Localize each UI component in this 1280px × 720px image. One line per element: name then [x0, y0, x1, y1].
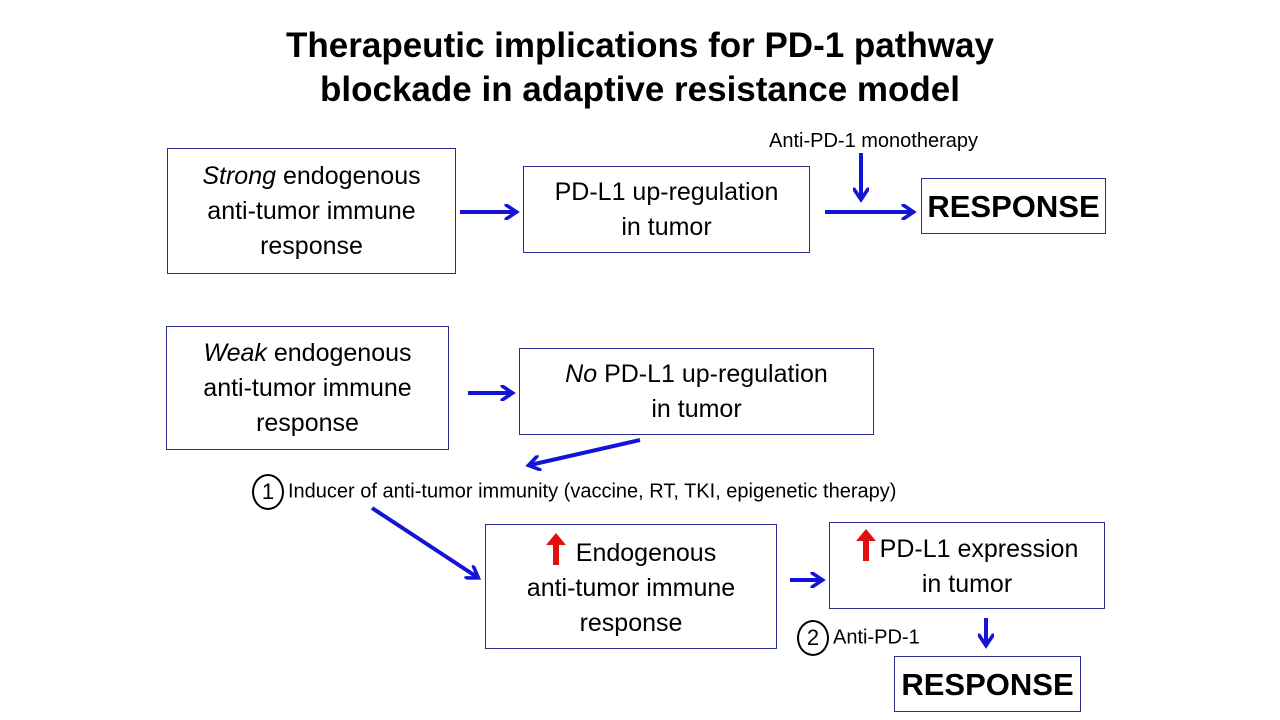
up-arrow-icon [545, 532, 566, 565]
step-2-circle: 2 [797, 620, 829, 656]
no-emphasis: No [565, 359, 598, 388]
arrow-no-pdl1-to-inducer [530, 438, 641, 465]
pdl1-expression-box: PD-L1 expression in tumor [829, 522, 1105, 609]
response-box-bottom: RESPONSE [894, 656, 1081, 712]
arrow-inducer-to-endogenous [370, 506, 477, 577]
strong-response-box: Strong endogenous anti-tumor immune resp… [167, 148, 456, 274]
title-line-2: blockade in adaptive resistance model [320, 70, 960, 109]
weak-response-box: Weak endogenous anti-tumor immune respon… [166, 326, 449, 450]
title-line-1: Therapeutic implications for PD-1 pathwa… [286, 26, 994, 65]
inducer-text: Inducer of anti-tumor immunity (vaccine,… [288, 480, 897, 503]
endogenous-response-box: Endogenous anti-tumor immune response [485, 524, 777, 649]
no-pdl1-upregulation-box: No PD-L1 up-regulation in tumor [519, 348, 874, 435]
up-arrow-icon [855, 529, 876, 561]
pdl1-upregulation-box: PD-L1 up-regulation in tumor [523, 166, 810, 253]
anti-pd1-text: Anti-PD-1 [833, 626, 920, 649]
response-box-top: RESPONSE [921, 178, 1106, 234]
step-1-circle: 1 [252, 474, 284, 510]
weak-emphasis: Weak [203, 338, 267, 367]
strong-emphasis: Strong [202, 161, 277, 190]
anti-pd1-monotherapy-label: Anti-PD-1 monotherapy [769, 130, 978, 152]
slide-title: Therapeutic implications for PD-1 pathwa… [0, 24, 1280, 112]
